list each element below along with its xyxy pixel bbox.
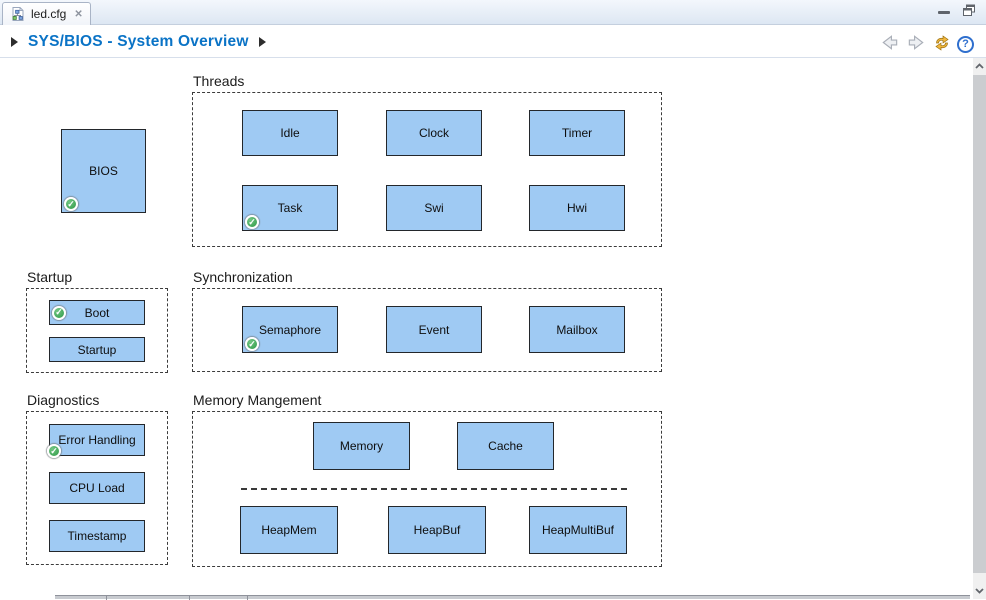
module-cache[interactable]: Cache — [457, 422, 554, 470]
module-label: BIOS — [89, 164, 118, 178]
module-label: Error Handling — [58, 433, 136, 447]
module-label: HeapMem — [261, 523, 317, 537]
module-idle[interactable]: Idle — [242, 110, 338, 156]
back-button[interactable] — [879, 32, 900, 56]
module-label: Timer — [561, 126, 593, 140]
checked-icon: ✓ — [52, 305, 66, 320]
section-forward-triangle-icon[interactable] — [258, 37, 266, 47]
group-label-memory: Memory Mangement — [193, 392, 322, 408]
view-window-controls — [938, 4, 976, 20]
module-label: Idle — [280, 126, 300, 140]
group-label-startup: Startup — [27, 269, 73, 285]
switch-source-button[interactable] — [933, 34, 951, 55]
cfg-file-icon — [12, 7, 24, 21]
module-timestamp[interactable]: Timestamp — [49, 520, 145, 552]
group-diagnostics — [26, 411, 168, 565]
module-label: Startup — [77, 342, 117, 357]
checked-icon: ✓ — [64, 197, 78, 211]
help-button[interactable]: ? — [957, 35, 974, 53]
module-label: Swi — [424, 201, 444, 215]
module-task[interactable]: Task ✓ — [242, 185, 338, 231]
module-label: HeapMultiBuf — [541, 523, 615, 537]
module-label: Boot — [84, 305, 110, 320]
scrollbar-thumb[interactable] — [973, 75, 986, 573]
forward-button[interactable] — [906, 32, 927, 56]
tab-led-cfg[interactable]: led.cfg ✕ — [2, 2, 91, 25]
bottom-panel-edge — [55, 595, 970, 600]
minimize-icon — [938, 11, 950, 14]
module-bios[interactable]: BIOS ✓ — [61, 129, 146, 213]
minimize-view-button[interactable] — [938, 10, 950, 14]
module-heapbuf[interactable]: HeapBuf — [388, 506, 486, 554]
scroll-down-button[interactable] — [973, 583, 986, 599]
restore-view-button[interactable] — [962, 4, 976, 20]
checked-icon: ✓ — [47, 444, 61, 458]
module-error-handling[interactable]: Error Handling ✓ — [47, 424, 145, 458]
module-hwi[interactable]: Hwi — [529, 185, 625, 231]
module-boot[interactable]: Boot ✓ — [49, 300, 145, 325]
memory-divider-line — [241, 488, 627, 490]
module-heapmem[interactable]: HeapMem — [240, 506, 338, 554]
module-label: Cache — [488, 439, 523, 453]
module-label: Mailbox — [556, 322, 598, 337]
back-arrow-icon — [882, 35, 898, 50]
module-event[interactable]: Event — [386, 306, 482, 353]
module-label: CPU Load — [69, 481, 125, 495]
overview-header: SYS/BIOS - System Overview ? — [0, 25, 986, 58]
module-memory[interactable]: Memory — [313, 422, 410, 470]
page-title-area: SYS/BIOS - System Overview — [11, 33, 266, 51]
group-label-threads: Threads — [193, 73, 245, 89]
tab-title: led.cfg — [31, 7, 67, 21]
module-label: Memory — [339, 439, 384, 453]
module-mailbox[interactable]: Mailbox — [529, 306, 625, 353]
chevron-down-icon — [975, 588, 984, 594]
checked-icon: ✓ — [245, 215, 259, 229]
module-timer[interactable]: Timer — [529, 110, 625, 156]
group-startup — [26, 288, 168, 373]
module-startup[interactable]: Startup — [49, 337, 145, 362]
checked-icon: ✓ — [245, 337, 259, 351]
group-threads — [192, 92, 662, 247]
restore-icon — [963, 4, 975, 16]
module-swi[interactable]: Swi — [386, 185, 482, 231]
group-memory — [192, 411, 662, 567]
group-label-diagnostics: Diagnostics — [27, 392, 100, 408]
group-synchronization — [192, 288, 662, 372]
module-label: Event — [418, 322, 450, 337]
vertical-scrollbar[interactable] — [973, 58, 986, 599]
system-overview-canvas: BIOS ✓ Threads Idle Clock Timer Task ✓ S… — [0, 58, 973, 600]
editor-tab-bar: led.cfg ✕ — [0, 0, 986, 25]
section-back-triangle-icon[interactable] — [11, 37, 18, 47]
module-label: Task — [277, 201, 303, 215]
scroll-up-button[interactable] — [973, 58, 986, 74]
tab-close-icon[interactable]: ✕ — [74, 8, 83, 20]
module-semaphore[interactable]: Semaphore ✓ — [242, 306, 338, 353]
sync-arrows-icon — [935, 34, 949, 51]
page-title: SYS/BIOS - System Overview — [28, 33, 249, 50]
module-label: Clock — [418, 126, 449, 140]
module-heapmultibuf[interactable]: HeapMultiBuf — [529, 506, 627, 554]
module-label: Timestamp — [67, 529, 127, 543]
forward-arrow-icon — [908, 35, 924, 50]
module-cpu-load[interactable]: CPU Load — [49, 472, 145, 504]
module-clock[interactable]: Clock — [386, 110, 482, 156]
module-label: Hwi — [567, 201, 587, 215]
header-toolbar: ? — [879, 32, 974, 56]
group-label-synchronization: Synchronization — [193, 269, 293, 285]
module-label: HeapBuf — [413, 523, 461, 537]
module-label: Semaphore — [258, 322, 322, 337]
chevron-up-icon — [975, 63, 984, 69]
